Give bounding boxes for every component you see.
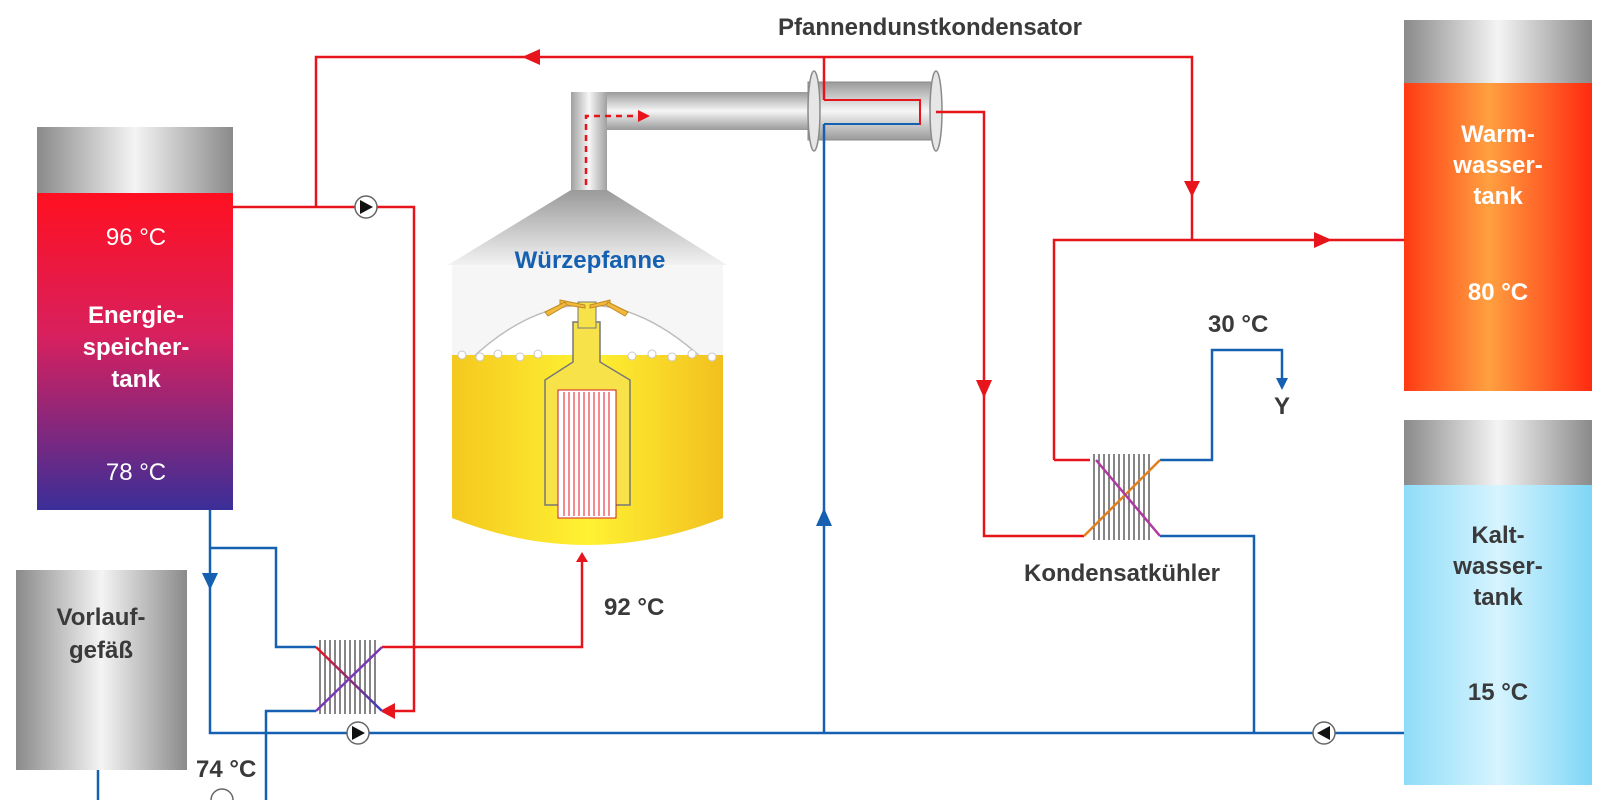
heater-coil <box>563 392 610 516</box>
pump-cold-water <box>1312 721 1336 745</box>
outlet-label: Y <box>1274 393 1290 420</box>
wort-kettle <box>448 92 811 545</box>
hot-water-tank <box>1404 20 1592 391</box>
energy-tank-label-1: Energie- <box>88 302 184 329</box>
condensate-cooler-label: Kondensatkühler <box>1024 560 1220 587</box>
cold-tank-temp: 15 °C <box>1468 679 1528 706</box>
vapor-condenser <box>807 70 943 152</box>
cold-tank-label-1: Kalt- <box>1471 522 1524 549</box>
cold-flow-arrows <box>202 378 1288 590</box>
pre-vessel-temp: 74 °C <box>196 756 256 783</box>
pre-run-vessel <box>16 570 187 770</box>
pump-energy-outlet <box>354 195 378 219</box>
energy-storage-tank <box>37 127 233 510</box>
energy-tank-label-2: speicher- <box>83 334 190 361</box>
hot-flow-arrows <box>380 49 1332 719</box>
hot-tank-label-2: wasser- <box>1452 152 1542 179</box>
hot-tank-label-3: tank <box>1473 183 1523 210</box>
heat-exchanger-kettle <box>315 640 383 714</box>
cold-tank-label-3: tank <box>1473 584 1523 611</box>
cold-water-tank <box>1404 420 1592 785</box>
energy-tank-top-temp: 96 °C <box>106 224 166 251</box>
cold-water-lines <box>96 124 1404 800</box>
hot-tank-label-1: Warm- <box>1461 121 1535 148</box>
outlet-temp: 30 °C <box>1208 311 1268 338</box>
pump-pre-vessel <box>210 788 234 800</box>
cold-tank-label-2: wasser- <box>1452 553 1542 580</box>
kettle-label: Würzepfanne <box>515 247 666 274</box>
heat-exchanger-condensate <box>1083 454 1161 540</box>
pre-vessel-label-2: gefäß <box>69 637 133 664</box>
hot-tank-temp: 80 °C <box>1468 279 1528 306</box>
energy-tank-bottom-temp: 78 °C <box>106 459 166 486</box>
pre-vessel-label-1: Vorlauf- <box>57 604 146 631</box>
energy-tank-label-3: tank <box>111 366 161 393</box>
kettle-temp: 92 °C <box>604 594 664 621</box>
pump-hx-return <box>346 721 370 745</box>
condenser-label: Pfannendunstkondensator <box>778 14 1082 41</box>
hot-water-lines <box>233 55 1404 713</box>
